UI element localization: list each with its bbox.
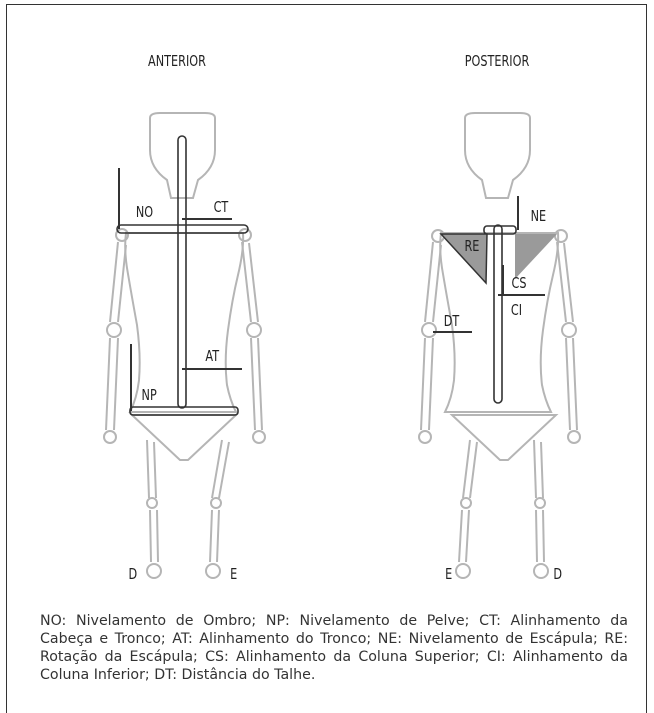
anterior-right-arm-upper <box>242 242 258 322</box>
shoulder-level-line <box>117 225 248 233</box>
posterior-vertical-axis <box>494 225 502 403</box>
anterior-left-arm-upper <box>110 242 126 322</box>
posterior-right-arm-lower <box>566 338 577 430</box>
ct-label: CT <box>214 200 229 217</box>
posterior-right-shin <box>536 510 544 562</box>
ci-label: CI <box>511 303 522 320</box>
anterior-head <box>150 113 215 198</box>
right-scapula-triangle <box>515 234 557 279</box>
posterior-side-left-label: E <box>445 567 452 584</box>
posterior-left-arm-upper <box>425 242 441 322</box>
legend-caption: NO: Nivelamento de Ombro; NP: Nivelament… <box>40 612 628 684</box>
cs-label: CS <box>511 276 526 293</box>
posterior-side-right-label: D <box>553 567 562 584</box>
anterior-left-shin <box>150 510 158 562</box>
posterior-left-shin <box>459 510 469 562</box>
anterior-left-thigh <box>147 440 156 498</box>
posterior-lines <box>433 196 557 403</box>
anterior-right-thigh <box>212 440 229 498</box>
anterior-figure <box>104 113 265 578</box>
np-label: NP <box>142 388 157 405</box>
at-label: AT <box>205 349 219 366</box>
posterior-right-arm-upper <box>557 242 573 322</box>
no-label: NO <box>136 205 153 222</box>
dt-label: DT <box>444 314 460 331</box>
posterior-right-thigh <box>534 440 543 498</box>
anterior-left-arm-lower <box>106 338 118 430</box>
anterior-right-arm-lower <box>251 338 262 430</box>
anterior-side-left-label: D <box>128 567 137 584</box>
anterior-vertical-axis <box>178 136 186 408</box>
anterior-right-shin <box>210 510 219 562</box>
anterior-lines <box>117 136 248 415</box>
posterior-title: POSTERIOR <box>465 54 530 71</box>
ne-label: NE <box>531 209 547 226</box>
posterior-left-arm-lower <box>421 338 433 430</box>
posterior-head <box>465 113 530 198</box>
posterior-left-thigh <box>463 440 477 498</box>
anterior-side-right-label: E <box>230 567 237 584</box>
posterior-figure <box>419 113 580 578</box>
anterior-title: ANTERIOR <box>148 54 206 71</box>
anterior-torso <box>125 233 243 412</box>
re-label: RE <box>464 239 479 256</box>
